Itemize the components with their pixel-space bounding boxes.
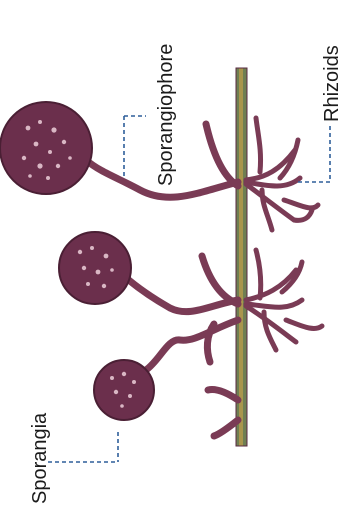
hypha-branch [207, 324, 214, 362]
rhizoid-branch [286, 320, 322, 328]
rhizoid-branch [284, 200, 318, 208]
rhizoid-branch [246, 300, 302, 307]
rhizoid-branch [256, 250, 261, 298]
hypha-branch [208, 389, 238, 400]
sporangium-medium [59, 232, 131, 304]
sporangiophore-lower [146, 320, 238, 370]
hypha-branch [214, 420, 238, 436]
hypha-branch [206, 124, 238, 186]
label-sporangia: Sporangia [29, 412, 51, 504]
rhizoid-branch [294, 210, 312, 220]
stolon-highlight [239, 68, 243, 446]
sporangium-small [94, 360, 154, 420]
label-rhizoids: Rhizoids [321, 45, 340, 122]
hypha-branch [202, 256, 238, 304]
rhizoid-branch [262, 190, 272, 230]
rhizoids-lower [246, 250, 322, 350]
sporangium-large [0, 102, 92, 194]
stolon [236, 68, 247, 446]
label-sporangiophore: Sporangiophore [155, 44, 177, 186]
rhizoid-branch [264, 312, 276, 350]
rhizoids-upper [246, 118, 318, 230]
rhizoid-branch [256, 118, 261, 172]
